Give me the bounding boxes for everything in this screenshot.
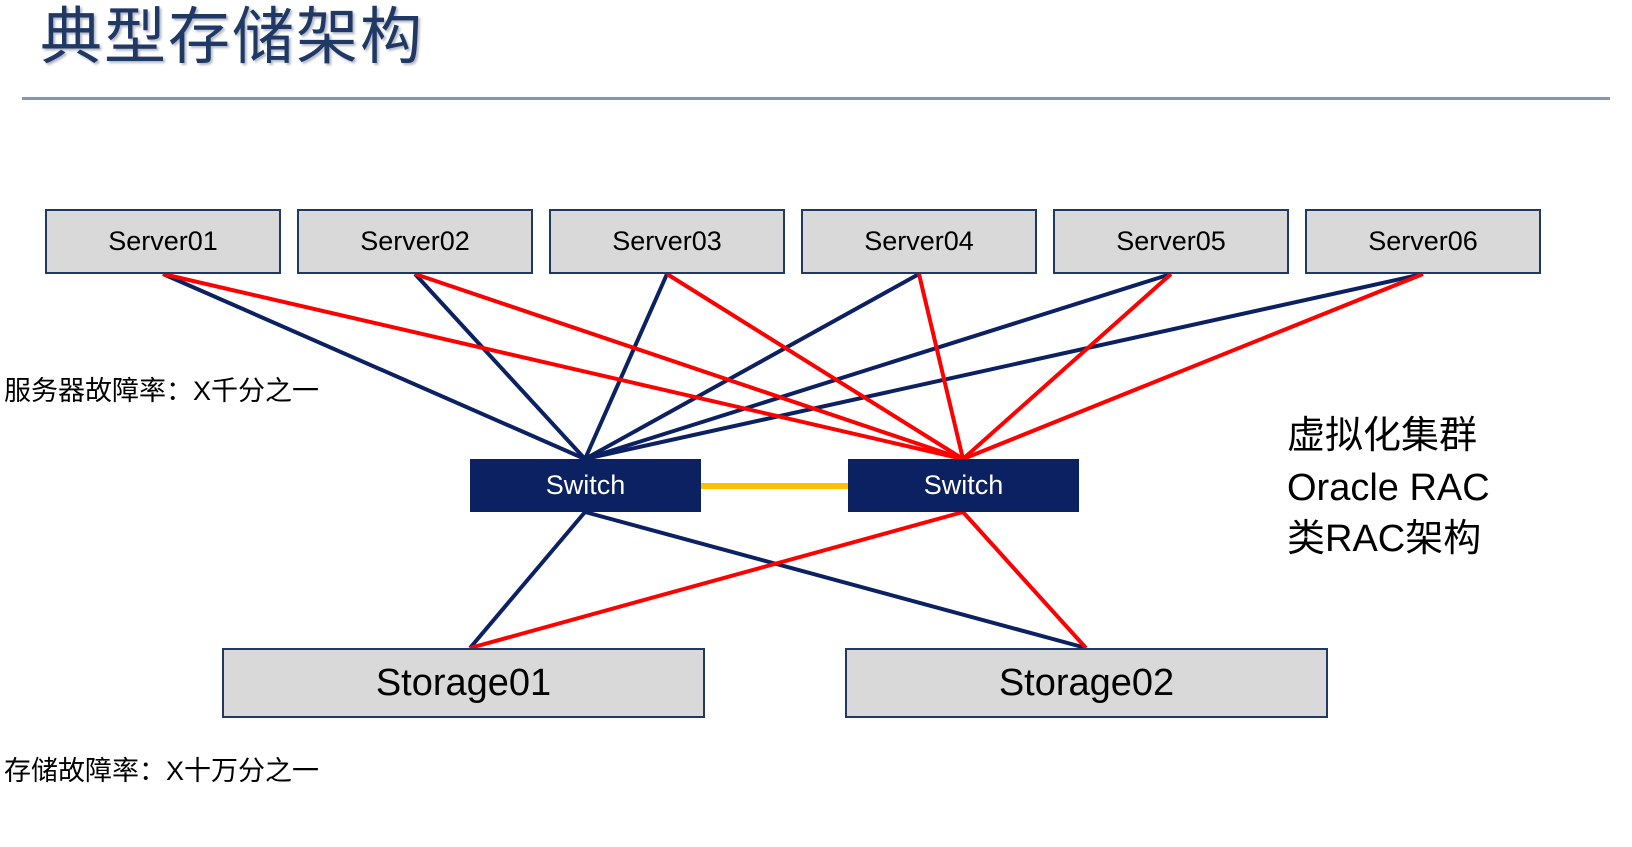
cluster-note: 虚拟化集群 Oracle RAC 类RAC架构 xyxy=(1287,411,1490,566)
server-node-label: Server04 xyxy=(864,226,974,256)
storage-node-2[interactable]: Storage02 xyxy=(845,648,1328,718)
server-node-label: Server02 xyxy=(360,226,470,256)
link-server-to-right-switch-5 xyxy=(961,272,1173,461)
server-node-label: Server03 xyxy=(612,226,722,256)
storage-failure-rate-label: 存储故障率：X十万分之一 xyxy=(4,756,320,786)
page-title: 典型存储架构 xyxy=(40,3,425,72)
server-node-label: Server05 xyxy=(1116,226,1226,256)
link-server-to-right-switch-3 xyxy=(665,272,965,461)
storage-node-1[interactable]: Storage01 xyxy=(222,648,705,718)
server-node-label: Server01 xyxy=(108,226,218,256)
server-node-6[interactable]: Server06 xyxy=(1305,209,1541,274)
storage-node-label: Storage01 xyxy=(375,661,552,704)
links-servers-to-left-switch xyxy=(162,272,1424,461)
link-server-to-left-switch-4 xyxy=(584,272,920,461)
links-switches-to-storages xyxy=(468,510,1088,650)
switch-node-label: Switch xyxy=(923,470,1004,500)
switch-node-label: Switch xyxy=(545,470,626,500)
storage-node-label: Storage02 xyxy=(998,661,1175,704)
link-server-to-right-switch-2 xyxy=(414,272,964,461)
server-node-2[interactable]: Server02 xyxy=(297,209,533,274)
link-switch-to-storage-1 xyxy=(468,510,587,650)
switch-node-1[interactable]: Switch xyxy=(470,459,701,512)
link-server-to-left-switch-2 xyxy=(413,272,587,461)
link-switch-to-storage-4 xyxy=(961,510,1088,650)
link-server-to-right-switch-4 xyxy=(917,273,965,460)
link-switch-to-storage-2 xyxy=(584,510,1087,650)
link-server-to-left-switch-1 xyxy=(162,272,586,461)
server-node-4[interactable]: Server04 xyxy=(801,209,1037,274)
links-servers-to-right-switch xyxy=(162,272,1424,461)
server-node-label: Server06 xyxy=(1368,226,1478,256)
cluster-note-line-1: 虚拟化集群 xyxy=(1287,415,1478,457)
server-failure-rate-label: 服务器故障率：X千分之一 xyxy=(4,376,320,406)
link-switch-to-storage-3 xyxy=(469,510,964,650)
cluster-note-line-3: 类RAC架构 xyxy=(1287,518,1482,561)
title-divider xyxy=(22,97,1610,100)
switch-node-2[interactable]: Switch xyxy=(848,459,1079,512)
server-node-3[interactable]: Server03 xyxy=(549,209,785,274)
server-node-5[interactable]: Server05 xyxy=(1053,209,1289,274)
link-server-to-left-switch-3 xyxy=(583,273,669,460)
cluster-note-line-2: Oracle RAC xyxy=(1287,466,1490,509)
link-server-to-left-switch-5 xyxy=(584,272,1172,461)
link-server-to-right-switch-1 xyxy=(162,272,964,461)
server-node-1[interactable]: Server01 xyxy=(45,209,281,274)
